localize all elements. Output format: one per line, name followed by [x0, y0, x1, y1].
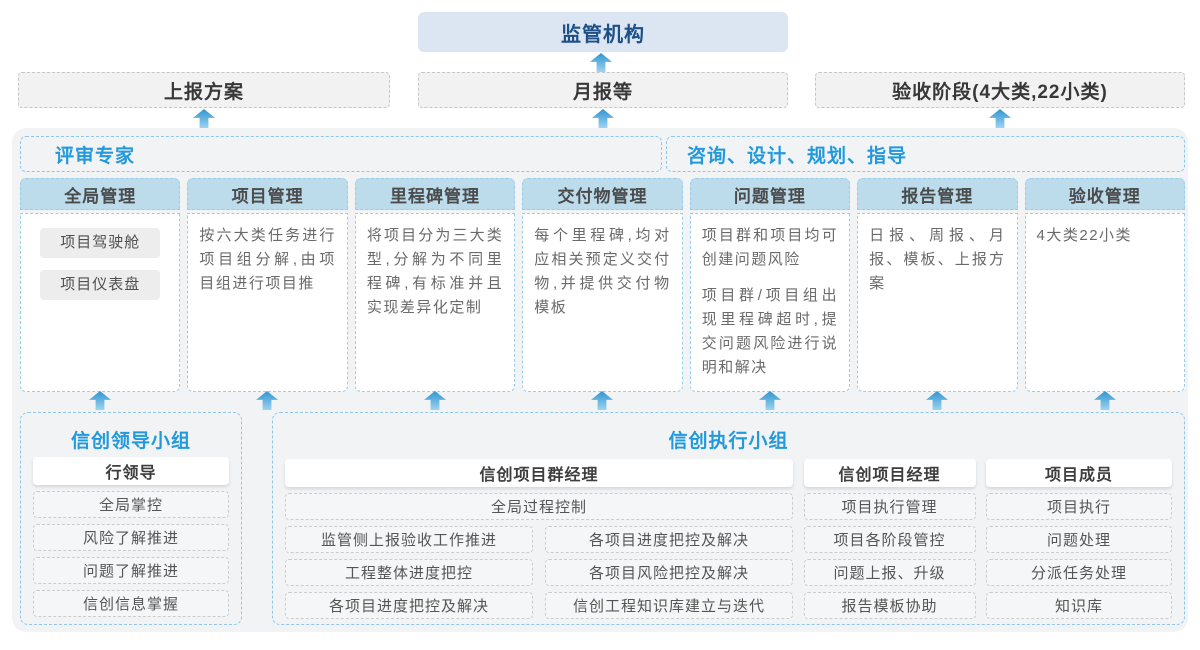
column-paragraph: 日报、周报、月报、模板、上报方案: [869, 227, 1006, 292]
review-experts-label: 评审专家: [55, 145, 136, 167]
column-title: 问题管理: [689, 178, 851, 210]
column-paragraph: 将项目分为三大类型,分解为不同里程碑,有标准并且实现差异化定制: [366, 227, 504, 316]
leadership-item: 信创信息掌握: [33, 590, 229, 617]
acceptance-stage-box: 验收阶段(4大类,22小类): [815, 72, 1185, 108]
column-paragraph: 每个里程碑,均对应相关预定义交付物,并提供交付物模板: [534, 227, 671, 316]
program-manager-item: 各项目进度把控及解决: [545, 526, 793, 553]
leadership-item: 全局掌控: [33, 491, 229, 518]
column-body: 每个里程碑,均对应相关预定义交付物,并提供交付物模板: [522, 213, 683, 392]
monthly-report-label: 月报等: [572, 81, 633, 103]
column-body: 将项目分为三大类型,分解为不同里程碑,有标准并且实现差异化定制: [354, 213, 516, 392]
column-title: 验收管理: [1024, 178, 1185, 210]
project-manager-section: 信创项目经理 项目执行管理 项目各阶段管控 问题上报、升级 报告模板协助: [803, 459, 976, 619]
program-manager-item: 工程整体进度把控: [285, 559, 533, 586]
review-experts-box: 评审专家: [20, 136, 662, 172]
project-manager-item: 项目执行管理: [803, 493, 976, 520]
column-deliverable-management: 交付物管理 每个里程碑,均对应相关预定义交付物,并提供交付物模板: [522, 178, 683, 392]
program-manager-grid: 监管侧上报验收工作推进 各项目进度把控及解决 工程整体进度把控 各项目风险把控及…: [285, 520, 793, 619]
column-title: 全局管理: [20, 178, 181, 210]
consulting-label: 咨询、设计、规划、指导: [687, 145, 908, 167]
leadership-group-title: 信创领导小组: [70, 430, 191, 452]
leadership-group: 信创领导小组 行领导 全局掌控 风险了解推进 问题了解推进 信创信息掌握: [20, 412, 242, 625]
project-member-item: 问题处理: [986, 526, 1172, 553]
program-manager-item: 监管侧上报验收工作推进: [285, 526, 533, 553]
regulator-box: 监管机构: [418, 12, 788, 52]
project-member-section: 项目成员 项目执行 问题处理 分派任务处理 知识库: [986, 459, 1172, 619]
up-arrow-icon: [591, 391, 613, 410]
column-title: 里程碑管理: [354, 178, 516, 210]
column-paragraph: 4大类22小类: [1036, 227, 1133, 244]
up-arrow-icon: [256, 391, 278, 410]
report-plan-label: 上报方案: [163, 81, 244, 103]
column-title: 交付物管理: [522, 178, 683, 210]
project-manager-item: 问题上报、升级: [803, 559, 976, 586]
up-arrow-icon: [193, 109, 215, 128]
platform-container: 评审专家 咨询、设计、规划、指导 全局管理 项目驾驶舱 项目仪表盘 项目管理 按…: [12, 128, 1188, 632]
acceptance-stage-label: 验收阶段(4大类,22小类): [892, 81, 1108, 103]
management-columns: 全局管理 项目驾驶舱 项目仪表盘 项目管理 按六大类任务进行项目组分解,由项目组…: [20, 178, 1185, 392]
column-body: 日报、周报、月报、模板、上报方案: [857, 213, 1018, 392]
up-arrow-icon: [590, 53, 612, 72]
role-program-manager: 信创项目群经理: [285, 459, 793, 487]
column-body: 项目驾驶舱 项目仪表盘: [20, 213, 181, 392]
project-manager-item: 报告模板协助: [803, 592, 976, 619]
project-member-item: 分派任务处理: [986, 559, 1172, 586]
regulator-label: 监管机构: [561, 23, 645, 46]
consulting-box: 咨询、设计、规划、指导: [666, 136, 1185, 172]
program-manager-item: 各项目风险把控及解决: [545, 559, 793, 586]
monthly-report-box: 月报等: [418, 72, 788, 108]
column-acceptance-management: 验收管理 4大类22小类: [1024, 178, 1185, 392]
column-paragraph: 项目群和项目均可创建问题风险: [701, 227, 839, 268]
leadership-item: 风险了解推进: [33, 524, 229, 551]
column-body: 按六大类任务进行项目组分解,由项目组进行项目推: [187, 213, 348, 392]
column-body: 4大类22小类: [1024, 213, 1185, 392]
role-project-manager: 信创项目经理: [803, 459, 976, 487]
column-paragraph: 按六大类任务进行项目组分解,由项目组进行项目推: [199, 227, 336, 292]
up-arrow-icon: [424, 391, 446, 410]
program-manager-item: 各项目进度把控及解决: [285, 592, 533, 619]
execution-group-title: 信创执行小组: [668, 430, 789, 452]
up-arrow-icon: [89, 391, 111, 410]
pill-project-cockpit: 项目驾驶舱: [40, 228, 161, 258]
up-arrow-icon: [759, 391, 781, 410]
project-manager-item: 项目各阶段管控: [803, 526, 976, 553]
role-bank-leadership: 行领导: [33, 457, 229, 485]
column-global-management: 全局管理 项目驾驶舱 项目仪表盘: [20, 178, 181, 392]
up-arrow-icon: [592, 109, 614, 128]
column-paragraph: 项目群/项目组出现里程碑超时,提交问题风险进行说明和解决: [701, 287, 839, 376]
report-plan-box: 上报方案: [18, 72, 390, 108]
program-manager-section: 信创项目群经理 全局过程控制 监管侧上报验收工作推进 各项目进度把控及解决 工程…: [285, 459, 793, 619]
column-milestone-management: 里程碑管理 将项目分为三大类型,分解为不同里程碑,有标准并且实现差异化定制: [354, 178, 516, 392]
column-issue-management: 问题管理 项目群和项目均可创建问题风险 项目群/项目组出现里程碑超时,提交问题风…: [689, 178, 851, 392]
column-title: 报告管理: [857, 178, 1018, 210]
column-title: 项目管理: [187, 178, 348, 210]
pill-project-dashboard: 项目仪表盘: [40, 270, 161, 300]
execution-columns: 信创项目群经理 全局过程控制 监管侧上报验收工作推进 各项目进度把控及解决 工程…: [285, 459, 1172, 619]
program-manager-item-full: 全局过程控制: [285, 493, 793, 520]
up-arrow-icon: [926, 391, 948, 410]
program-manager-item: 信创工程知识库建立与迭代: [545, 592, 793, 619]
up-arrow-icon: [989, 109, 1011, 128]
column-report-management: 报告管理 日报、周报、月报、模板、上报方案: [857, 178, 1018, 392]
project-member-item: 知识库: [986, 592, 1172, 619]
execution-group: 信创执行小组 信创项目群经理 全局过程控制 监管侧上报验收工作推进 各项目进度把…: [272, 412, 1185, 625]
up-arrow-icon: [1094, 391, 1116, 410]
leadership-item: 问题了解推进: [33, 557, 229, 584]
project-member-item: 项目执行: [986, 493, 1172, 520]
column-project-management: 项目管理 按六大类任务进行项目组分解,由项目组进行项目推: [187, 178, 348, 392]
role-project-member: 项目成员: [986, 459, 1172, 487]
column-body: 项目群和项目均可创建问题风险 项目群/项目组出现里程碑超时,提交问题风险进行说明…: [689, 213, 851, 392]
